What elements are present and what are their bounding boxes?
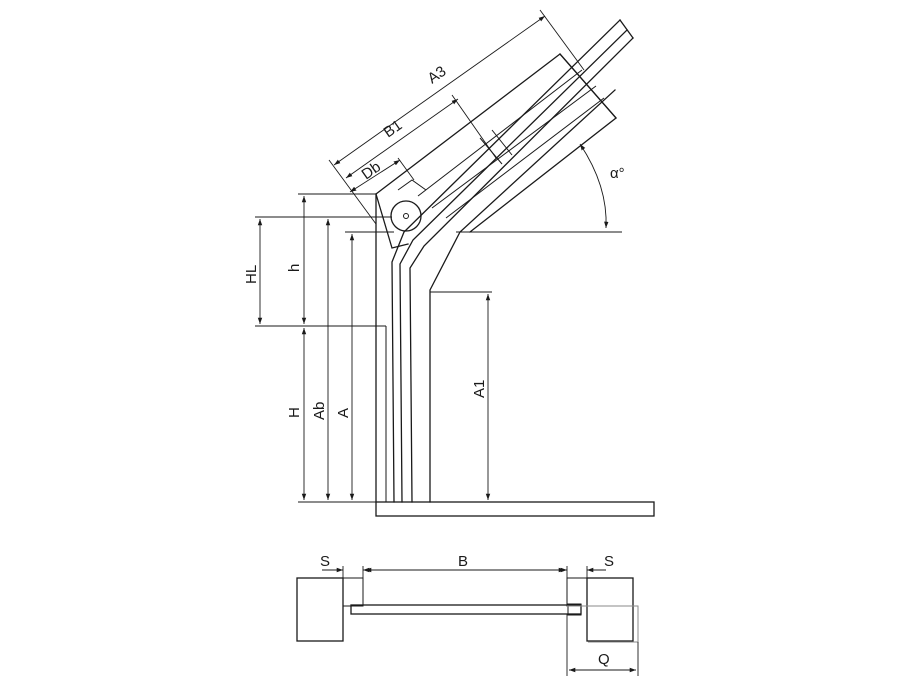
curtain-bar-end xyxy=(567,603,582,616)
plan-view: S B S Q xyxy=(296,553,639,676)
housing-inner-2 xyxy=(431,85,597,209)
dim-a-label: A xyxy=(335,408,352,418)
housing-corner xyxy=(397,179,427,191)
dim-h-small-label: h xyxy=(286,264,303,272)
angle-arc xyxy=(579,143,609,229)
dim-a3 xyxy=(333,15,546,166)
guide-rail-left xyxy=(391,19,621,503)
dim-hl-label: HL xyxy=(243,265,260,284)
guide-plan-left xyxy=(342,577,364,607)
dim-ab-label: Ab xyxy=(311,402,328,420)
dim-db xyxy=(349,159,401,193)
ext-line-db-end xyxy=(397,157,415,181)
dim-b1-label: B1 xyxy=(381,117,406,141)
housing-inner-3 xyxy=(445,97,605,219)
support-post xyxy=(429,89,616,503)
guide-rail-right xyxy=(409,37,634,503)
roller-axle xyxy=(403,213,409,219)
housing-outline-plan xyxy=(567,605,639,643)
side-view: α° A3 B1 Db HL h H Ab xyxy=(243,9,655,517)
dim-db-label: Db xyxy=(359,158,384,183)
curtain-bar xyxy=(350,604,582,615)
dim-h-big-label: H xyxy=(286,407,303,418)
dim-q-label: Q xyxy=(598,651,610,668)
dim-b-label: B xyxy=(458,553,468,570)
housing-lower-edge xyxy=(375,193,409,249)
roller-drum xyxy=(390,200,422,232)
top-housing-outer xyxy=(375,53,617,233)
wall-block-left xyxy=(296,577,344,642)
housing-end xyxy=(559,53,617,119)
guide-plan-right xyxy=(566,577,588,607)
dim-a1-label: A1 xyxy=(471,380,488,398)
dim-s-right-label: S xyxy=(604,553,614,570)
dim-s-left-label: S xyxy=(320,553,330,570)
floor-plate xyxy=(375,501,655,517)
ext-line-b1-end xyxy=(451,94,497,159)
alpha-label: α° xyxy=(610,165,625,182)
rail-tip xyxy=(619,19,634,39)
ext-line-a3-start xyxy=(328,159,377,225)
dim-a3-label: A3 xyxy=(425,63,450,87)
wall-block-right xyxy=(586,577,634,642)
guide-rail-mid xyxy=(399,29,628,503)
ext-line-a3-end xyxy=(539,9,585,71)
